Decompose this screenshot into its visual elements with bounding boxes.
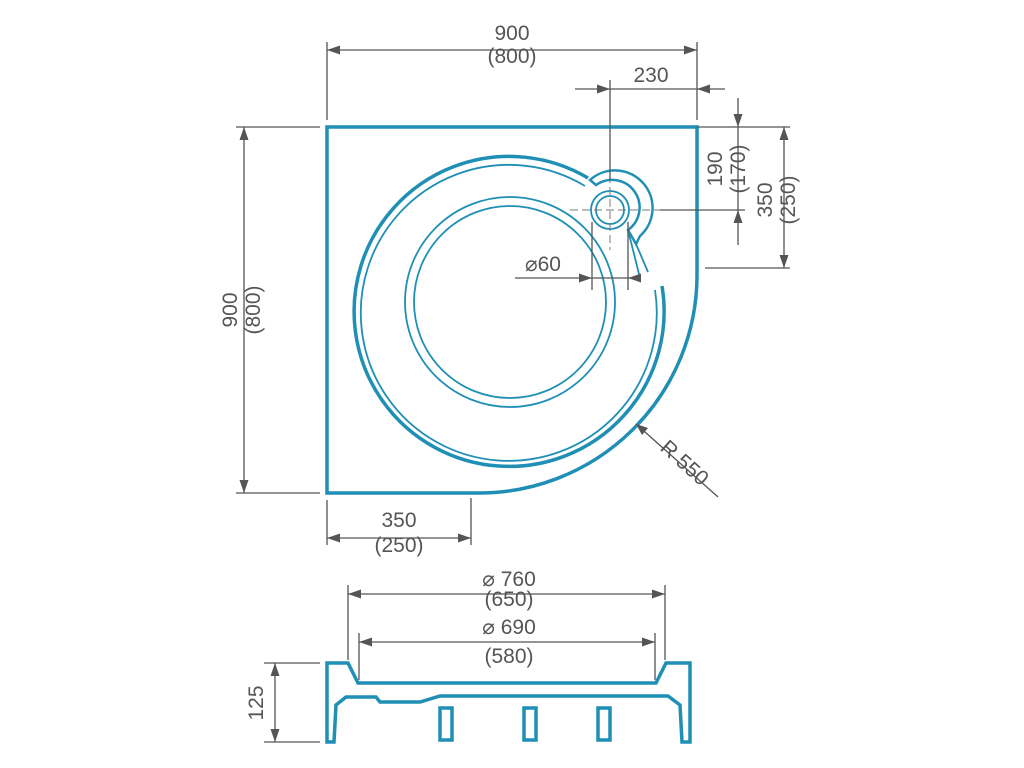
drain-channel (627, 229, 649, 279)
tray-height-label: 125 (245, 685, 268, 720)
dim-outer-diameter: ⌀ 760 (650) (347, 568, 666, 660)
tray-side-view (325, 661, 692, 744)
right-straight-alt-label: (250) (777, 175, 800, 224)
basin-inner-circle-inner (413, 205, 607, 399)
bottom-straight-label: 350 (381, 509, 416, 532)
dim-left-height: 900 (800) (219, 126, 320, 494)
basin-outer-ring (352, 154, 666, 469)
dim-radius: R 550 (635, 423, 719, 498)
tray-top-view (325, 125, 699, 495)
basin-outer-ring-inner-edge (359, 163, 658, 462)
side-profile (325, 661, 692, 744)
radius-label: R 550 (656, 436, 713, 491)
drain-offset-x-label: 230 (633, 64, 668, 87)
dim-inner-diameter: ⌀ 690 (580) (358, 616, 656, 680)
top-width-alt-label: (800) (487, 45, 536, 68)
dim-tray-height: 125 (245, 662, 320, 743)
right-straight-label: 350 (754, 182, 777, 217)
dim-bottom-straight: 350 (250) (326, 498, 472, 557)
dim-drain-offset-x: 230 (575, 64, 725, 180)
dim-right-straight: 350 (250) (705, 127, 800, 269)
drain-offset-y-label: 190 (704, 151, 727, 186)
basin-inner-circle-outer (404, 196, 616, 408)
support-leg-1 (438, 706, 454, 742)
drain-offset-y-alt-label: (170) (727, 144, 750, 193)
left-height-label: 900 (219, 292, 242, 327)
bottom-straight-alt-label: (250) (374, 534, 423, 557)
dim-drain-offset-y: 190 (170) (660, 98, 790, 245)
inner-diameter-alt-label: (580) (484, 645, 533, 668)
top-width-label: 900 (494, 22, 529, 45)
support-leg-3 (596, 706, 612, 742)
dim-top-width: 900 (800) (326, 22, 698, 120)
inner-diameter-label: ⌀ 690 (482, 616, 536, 639)
drain-diameter-label: ⌀60 (525, 253, 561, 276)
drain-boss (588, 169, 654, 247)
outer-diameter-alt-label: (650) (484, 588, 533, 611)
support-leg-2 (522, 706, 538, 742)
dim-drain-diameter: ⌀60 (515, 222, 641, 290)
left-height-alt-label: (800) (242, 285, 265, 334)
outer-diameter-label: ⌀ 760 (482, 568, 536, 591)
